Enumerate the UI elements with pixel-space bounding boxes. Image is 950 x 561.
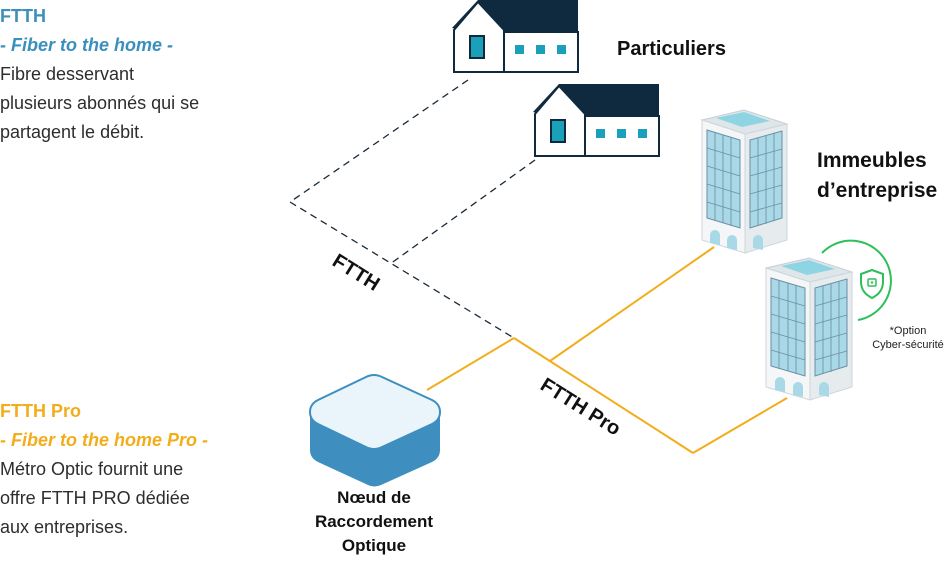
office-building-icon: [700, 109, 789, 254]
legend-ftth-pro-line: Métro Optic fournit une: [0, 459, 184, 479]
ftth-dashed-links: [289, 79, 536, 339]
ftth-pro-links: [426, 246, 788, 454]
noeud-label-line: Nœud de: [337, 488, 411, 507]
office-building-icon: [764, 257, 854, 401]
legend-ftth-pro-title: FTTH Pro: [0, 401, 81, 421]
legend-ftth: FTTH - Fiber to the home - Fibre desserv…: [0, 2, 199, 147]
legend-ftth-pro-line: aux entreprises.: [0, 517, 129, 537]
legend-ftth-line: Fibre desservant: [0, 64, 135, 84]
legend-ftth-line: partagent le débit.: [0, 122, 145, 142]
immeubles-label-line: d’entreprise: [817, 179, 938, 202]
option-cyber-label: *Option Cyber-sécurité: [866, 324, 950, 352]
option-cyber-line: *Option: [889, 325, 927, 337]
immeubles-label-line: Immeubles: [817, 149, 927, 172]
particuliers-label: Particuliers: [617, 38, 726, 60]
noeud-label-line: Optique: [341, 536, 407, 555]
immeubles-label: Immeubles d’entreprise: [817, 146, 937, 206]
house-icon: [452, 0, 579, 73]
optical-node-icon: [308, 374, 442, 487]
legend-ftth-subtitle: - Fiber to the home -: [0, 35, 173, 55]
legend-ftth-pro-subtitle: - Fiber to the home Pro -: [0, 430, 209, 450]
noeud-label-line: Raccordement: [314, 512, 434, 531]
legend-ftth-pro-line: offre FTTH PRO dédiée: [0, 488, 190, 508]
shield-icon: [821, 239, 892, 321]
legend-ftth-line: plusieurs abonnés qui se: [0, 93, 200, 113]
option-cyber-line: Cyber-sécurité: [872, 339, 944, 351]
legend-ftth-pro: FTTH Pro - Fiber to the home Pro - Métro…: [0, 397, 208, 542]
legend-ftth-title: FTTH: [0, 6, 46, 26]
noeud-label: Nœud de Raccordement Optique: [300, 486, 448, 558]
house-icon: [533, 84, 660, 157]
